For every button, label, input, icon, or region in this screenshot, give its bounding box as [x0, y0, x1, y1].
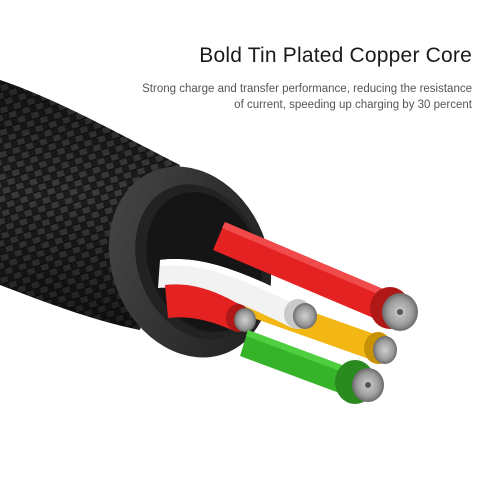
inner-wires [158, 222, 418, 404]
wire-red-top [213, 222, 418, 331]
wire-white [158, 259, 317, 329]
description-line-2: of current, speeding up charging by 30 p… [234, 98, 472, 111]
description-line-1: Strong charge and transfer performance, … [142, 83, 472, 95]
caption-block: Bold Tin Plated Copper Core Strong charg… [32, 44, 472, 113]
wire-green [240, 330, 384, 404]
wire-red-bottom [165, 284, 256, 332]
headline: Bold Tin Plated Copper Core [199, 44, 472, 67]
description: Strong charge and transfer performance, … [32, 82, 472, 113]
